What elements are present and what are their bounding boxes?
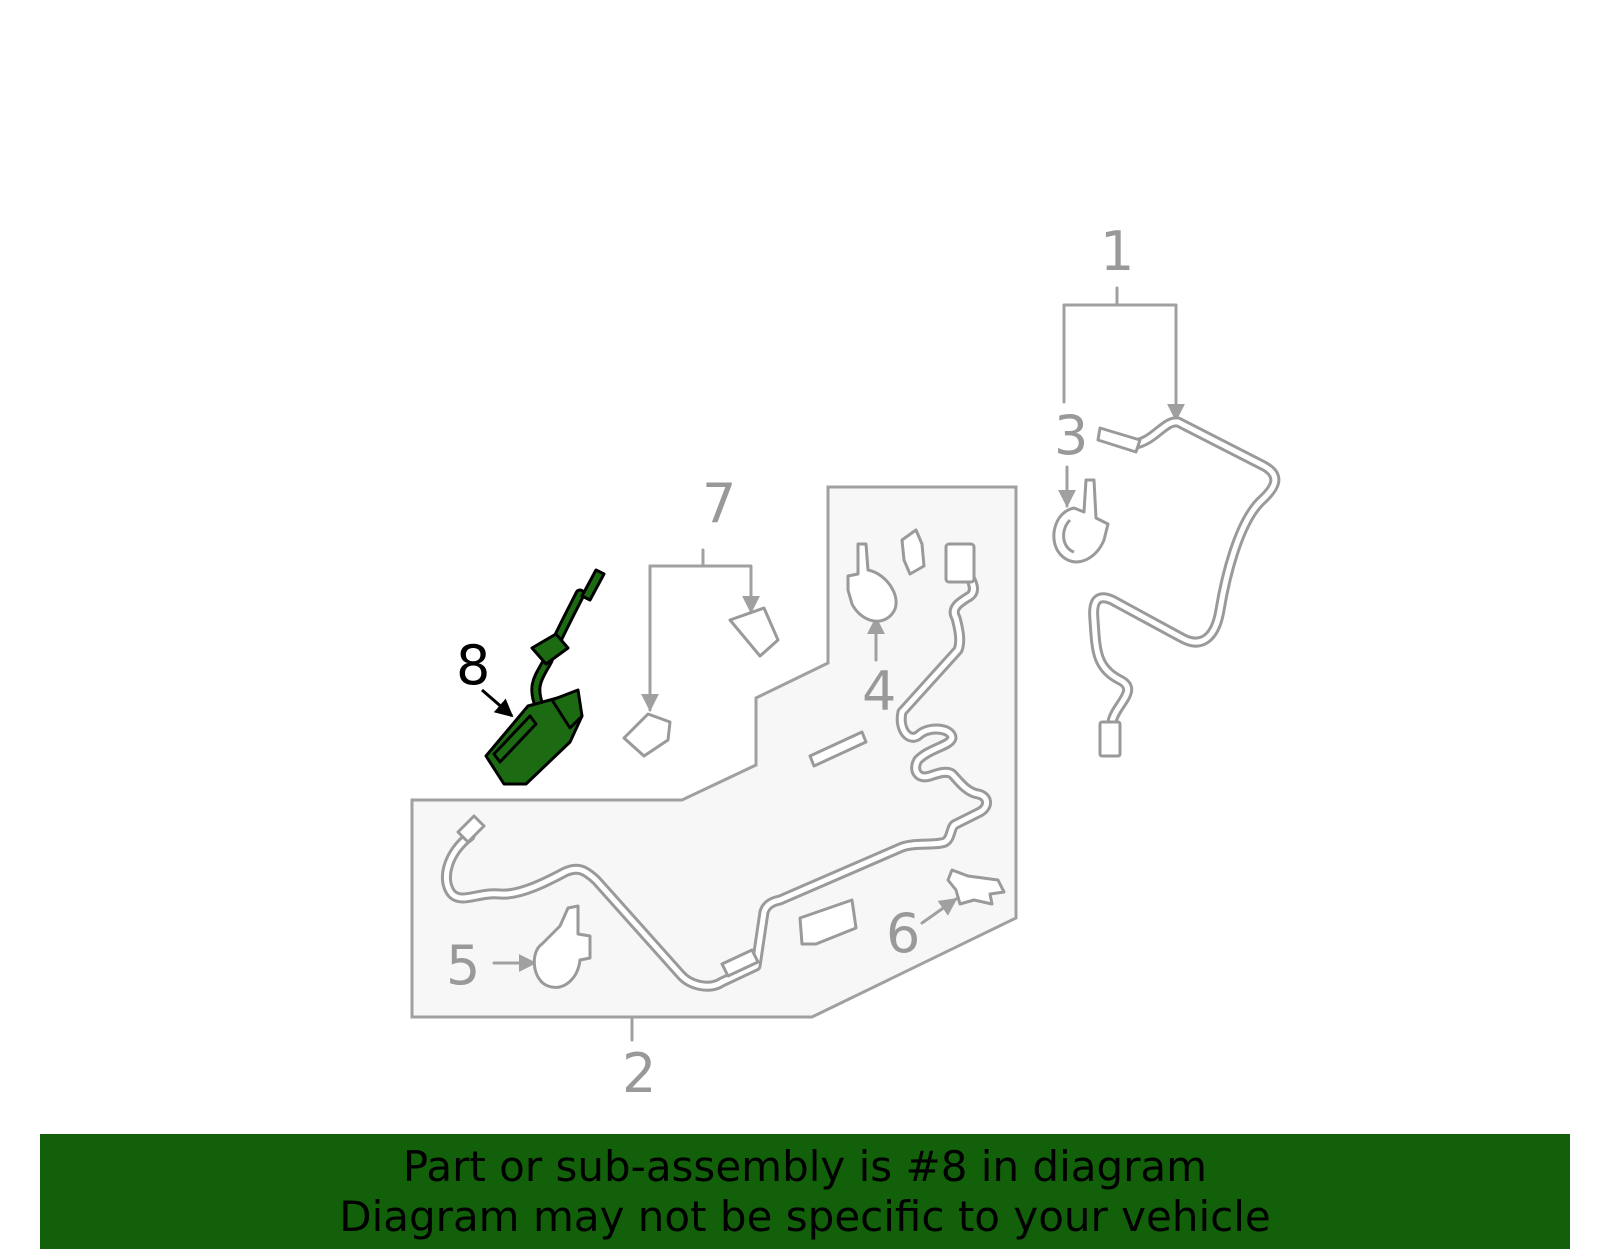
callout-7: 7	[702, 472, 736, 535]
callout-1: 1	[1100, 220, 1134, 283]
callout-6-leader	[920, 897, 958, 925]
part-4-clip	[846, 542, 898, 623]
part-7-clip-upper	[728, 606, 780, 658]
part-2-harness	[440, 528, 992, 992]
callout-5: 5	[446, 934, 480, 997]
banner-line-disclaimer: Diagram may not be specific to your vehi…	[339, 1191, 1271, 1241]
callout-7-bracket	[641, 548, 760, 712]
callout-8[interactable]: 8	[456, 634, 490, 697]
part-6-retainer	[946, 868, 1006, 906]
part-5-clip	[532, 904, 592, 989]
part-1-cable-right	[1088, 416, 1281, 758]
callout-1-bracket	[1062, 286, 1185, 422]
part-3-clip	[1052, 478, 1110, 564]
part-7-clip-lower	[622, 712, 672, 758]
part-8-actuator-highlight[interactable]	[484, 568, 606, 786]
callout-8-leader	[481, 688, 514, 718]
callout-2: 2	[622, 1042, 656, 1105]
info-banner: Part or sub-assembly is #8 in diagram Di…	[40, 1134, 1570, 1249]
callout-4: 4	[862, 660, 896, 723]
banner-line-part: Part or sub-assembly is #8 in diagram	[402, 1141, 1208, 1191]
callout-6: 6	[886, 902, 920, 965]
callout-3: 3	[1054, 404, 1088, 467]
